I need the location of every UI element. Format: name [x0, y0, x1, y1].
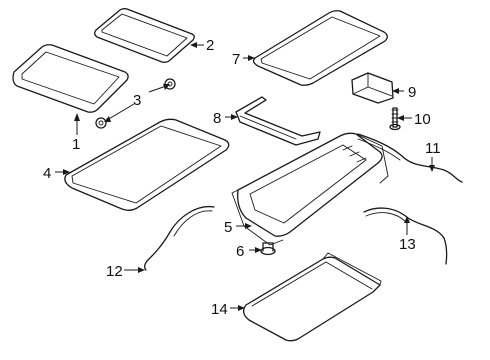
part-5-frame	[231, 132, 389, 246]
callout-1: 1	[72, 136, 80, 153]
callout-13: 13	[399, 236, 416, 253]
part-4-seal	[64, 118, 230, 211]
part-14-sunshade	[242, 252, 382, 342]
callout-5: 5	[224, 219, 232, 236]
callout-6: 6	[236, 243, 244, 260]
callout-14: 14	[211, 301, 228, 318]
part-8-bracket	[235, 96, 321, 146]
callout-11: 11	[425, 140, 441, 157]
callout-12: 12	[106, 263, 123, 280]
part-3-clip	[95, 78, 176, 129]
part-6-grommet	[260, 242, 276, 256]
part-7-deflector	[252, 10, 388, 86]
part-11-drain-hose	[357, 133, 463, 183]
callout-2: 2	[206, 37, 214, 54]
callout-leaders	[55, 42, 435, 311]
part-13-drain-hose	[363, 207, 448, 265]
callout-9: 9	[408, 84, 416, 101]
callout-10: 10	[414, 111, 431, 128]
callout-7: 7	[232, 51, 240, 68]
part-10-bolt	[389, 107, 401, 131]
part-1-glass-panel	[12, 44, 129, 113]
callout-8: 8	[213, 110, 221, 127]
part-2-glass-panel	[94, 8, 195, 63]
part-12-drain-hose	[144, 205, 215, 271]
part-9-motor	[351, 72, 394, 104]
callout-4: 4	[43, 165, 51, 182]
callout-3: 3	[133, 92, 141, 109]
